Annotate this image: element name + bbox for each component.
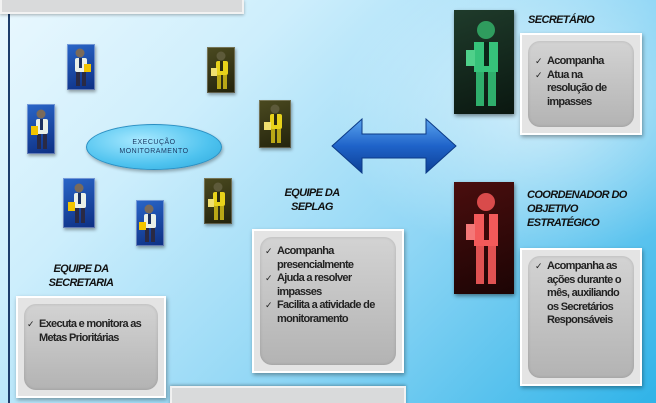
secretaria-title: EQUIPE DA SECRETARIA <box>48 263 114 289</box>
top-banner-fragment <box>0 0 244 14</box>
coordenador-item-list: Acompanha as ações durante o mês, auxili… <box>534 260 630 328</box>
center-label: EXECUÇÃO MONITORAMENTO <box>119 139 189 155</box>
list-item: Atua na resolução de impasses <box>534 69 630 110</box>
list-item: Facilita a atividade de monitoramento <box>264 299 392 326</box>
secretaria-person-icon <box>67 44 95 90</box>
list-item: Executa e monitora as Metas Prioritárias <box>26 318 146 345</box>
seplag-item-list: Acompanha presencialmente Ajuda a resolv… <box>264 245 392 326</box>
secretario-info-box: Acompanha Atua na resolução de impasses <box>520 33 642 135</box>
secretario-title: SECRETÁRIO <box>528 14 595 26</box>
double-arrow-icon <box>331 117 457 175</box>
secretario-person-icon <box>454 10 514 114</box>
list-item: Acompanha <box>534 55 630 69</box>
list-item: Ajuda a resolver impasses <box>264 272 392 299</box>
seplag-person-icon <box>259 100 291 148</box>
secretaria-info-box: Executa e monitora as Metas Prioritárias <box>16 296 166 398</box>
secretaria-person-icon <box>27 104 55 154</box>
secretaria-person-icon <box>63 178 95 228</box>
seplag-person-icon <box>204 178 232 224</box>
list-item: Acompanha as ações durante o mês, auxili… <box>534 260 630 328</box>
left-divider-line <box>8 0 10 403</box>
coordenador-person-icon <box>454 182 514 294</box>
coordenador-title: COORDENADOR DO OBJETIVO ESTRATÉGICO <box>527 189 627 229</box>
secretario-item-list: Acompanha Atua na resolução de impasses <box>534 55 630 109</box>
list-item: Acompanha presencialmente <box>264 245 392 272</box>
secretaria-item-list: Executa e monitora as Metas Prioritárias <box>26 318 146 345</box>
seplag-title: EQUIPE DA SEPLAG <box>284 187 340 213</box>
execution-monitoring-ellipse: EXECUÇÃO MONITORAMENTO <box>86 124 222 170</box>
secretaria-person-icon <box>136 200 164 246</box>
bottom-banner-fragment <box>170 386 406 403</box>
seplag-person-icon <box>207 47 235 93</box>
coordenador-info-box: Acompanha as ações durante o mês, auxili… <box>520 248 642 386</box>
seplag-info-box: Acompanha presencialmente Ajuda a resolv… <box>252 229 404 373</box>
